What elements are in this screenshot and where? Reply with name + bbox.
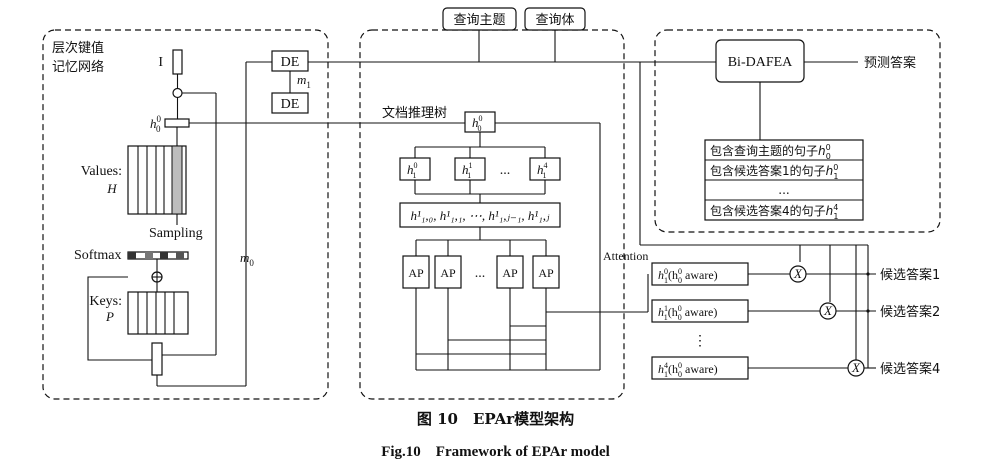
figure-caption-en: Fig.10 Framework of EPAr model — [381, 444, 610, 460]
values-symbol: H — [106, 181, 117, 196]
ap-ellipsis: ... — [475, 266, 486, 281]
query-body-label: 查询体 — [535, 13, 574, 28]
memory-title-line2: 记忆网络 — [52, 59, 104, 75]
keys-symbol: P — [105, 309, 114, 324]
ap-box-3: AP — [532, 240, 560, 289]
ap-output-grid — [415, 288, 648, 371]
predicted-answer-label: 预测答案 — [864, 55, 916, 71]
tree-concat-label: h¹₁,₀, h¹₁,₁, ⋯, h¹₁,ⱼ₋₁, h¹₁,ⱼ — [411, 208, 551, 223]
keys-matrix — [127, 291, 189, 335]
tree-concat-box — [399, 202, 561, 228]
ap-label-3: AP — [538, 266, 554, 280]
candidate-label-2: 候选答案4 — [880, 361, 940, 377]
de-top-label: DE — [281, 55, 300, 70]
bidafea-region — [654, 29, 941, 233]
h00-state-box — [164, 118, 190, 128]
memory-state-bar — [151, 342, 163, 376]
ap-label-0: AP — [408, 266, 424, 280]
keys-label: Keys: — [89, 294, 122, 309]
multiply-symbol-0: X — [793, 266, 803, 281]
ap-box-0: AP — [402, 240, 430, 289]
figure-caption-cn: 图 10 EPAr模型架构 — [416, 410, 575, 428]
multiply-symbol-1: X — [823, 303, 833, 318]
add-node — [172, 87, 183, 99]
softmax-bar — [127, 251, 189, 260]
values-matrix — [127, 145, 187, 215]
ap-box-1: AP — [434, 240, 462, 289]
ap-label-1: AP — [440, 266, 456, 280]
softmax-label: Softmax — [74, 248, 121, 263]
tree-title: 文档推理树 — [382, 106, 447, 121]
sampling-label: Sampling — [149, 226, 203, 241]
m1-label: m1 — [297, 72, 311, 90]
input-i-box — [172, 49, 183, 75]
values-label: Values: — [81, 164, 122, 179]
multiply-symbol-2: X — [851, 360, 861, 375]
input-i-label: I — [158, 55, 163, 70]
ap-box-2: AP — [496, 240, 524, 289]
candidate-label-0: 候选答案1 — [880, 267, 940, 283]
m0-label: m0 — [240, 250, 254, 268]
ap-label-2: AP — [502, 266, 518, 280]
attention-label: Attention — [603, 249, 648, 263]
query-subject-label: 查询主题 — [453, 13, 505, 28]
candidate-ellipsis: ⋮ — [693, 334, 707, 349]
candidate-label-1: 候选答案2 — [880, 304, 940, 320]
de-bottom-label: DE — [281, 97, 300, 112]
memory-title-line1: 层次键值 — [52, 40, 104, 56]
sentence-item-2: ... — [778, 183, 789, 197]
de-bottom-box — [271, 92, 309, 114]
memory-network-region — [42, 29, 329, 400]
tree-children-ellipsis: ... — [500, 163, 511, 178]
bidafea-label: Bi-DAFEA — [728, 55, 793, 70]
